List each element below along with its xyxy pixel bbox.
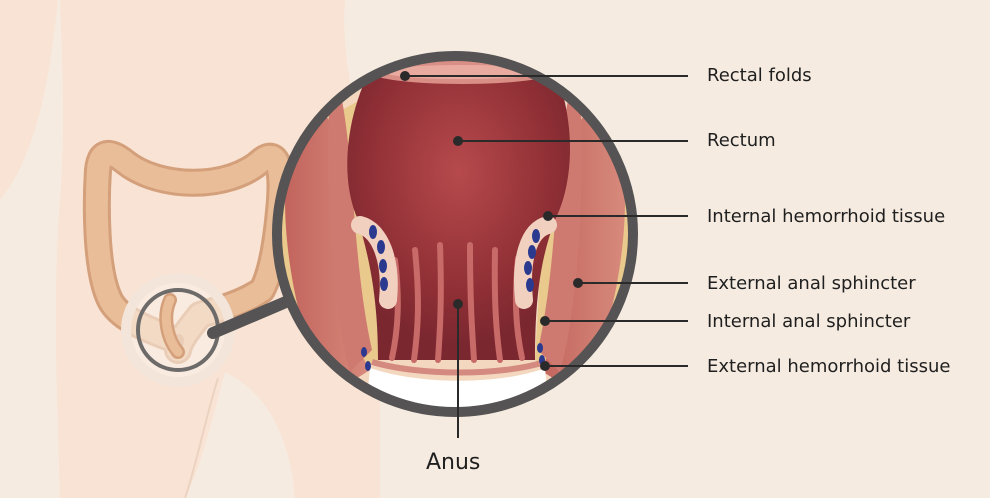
label-rectum: Rectum xyxy=(707,132,776,150)
label-external-anal-sphincter: External anal sphincter xyxy=(707,275,916,293)
label-internal-hemorrhoid-tissue: Internal hemorrhoid tissue xyxy=(707,208,945,226)
label-anus: Anus xyxy=(426,452,480,474)
label-internal-anal-sphincter: Internal anal sphincter xyxy=(707,313,910,331)
label-external-hemorrhoid-tissue: External hemorrhoid tissue xyxy=(707,358,950,376)
label-rectal-folds: Rectal folds xyxy=(707,67,812,85)
